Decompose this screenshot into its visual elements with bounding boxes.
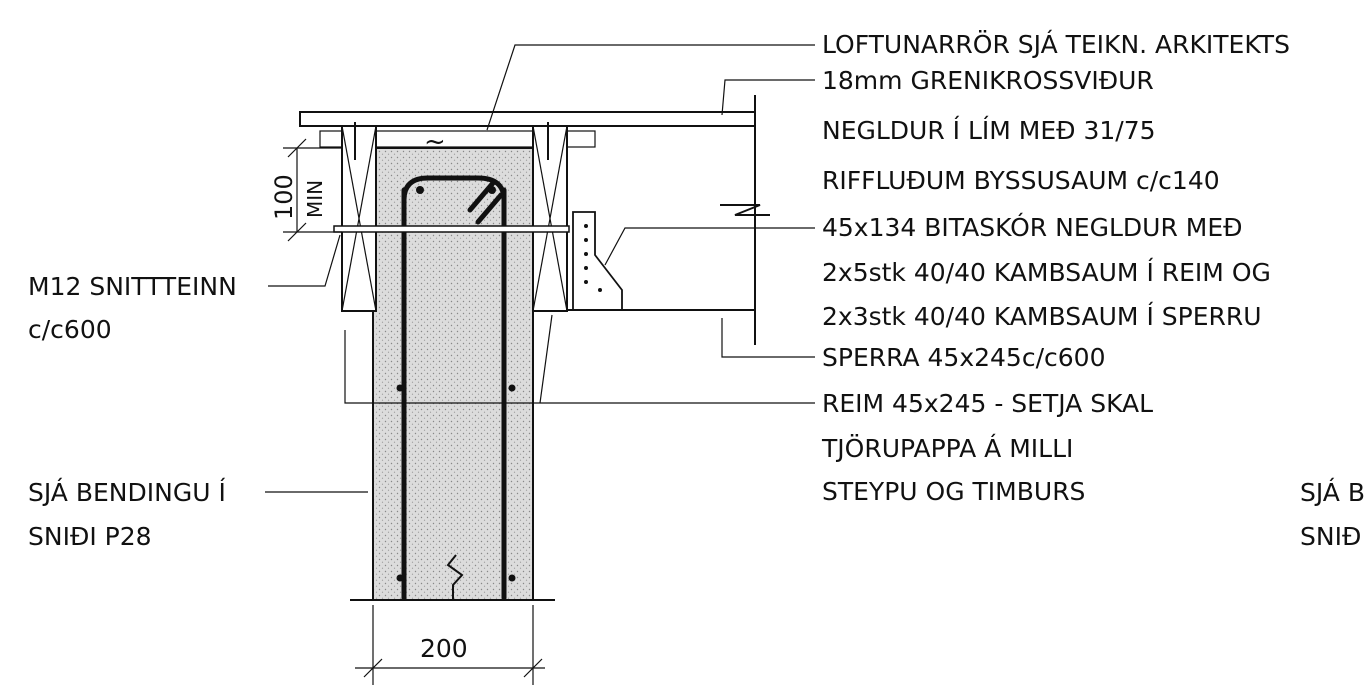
tilde-symbol: ~ xyxy=(424,127,446,157)
label-krossvidur: 18mm GRENIKROSSVIÐUR xyxy=(822,66,1154,95)
rafter-break xyxy=(720,204,770,216)
label-tjorupappa: TJÖRUPAPPA Á MILLI xyxy=(821,434,1073,463)
threaded-rod xyxy=(333,225,570,233)
label-kambsaum-reim: 2x5stk 40/40 KAMBSAUM Í REIM OG xyxy=(822,258,1271,287)
label-negldur-lim: NEGLDUR Í LÍM MEÐ 31/75 xyxy=(822,116,1156,145)
label-snittteinn: M12 SNITTTEINN xyxy=(28,272,237,301)
dimension-min-label: MIN xyxy=(303,180,327,218)
joist-hanger xyxy=(572,211,623,311)
label-cutoff-1: SJÁ B xyxy=(1300,478,1365,507)
label-loftunarror: LOFTUNARRÖR SJÁ TEIKN. ARKITEKTS xyxy=(822,30,1290,59)
dimension-200-label: 200 xyxy=(420,634,468,663)
wall-plate-right xyxy=(532,125,568,312)
rebar-hook xyxy=(401,175,507,203)
label-kambsaum-sperru: 2x3stk 40/40 KAMBSAUM Í SPERRU xyxy=(822,302,1262,331)
wall-plate-left xyxy=(341,125,377,312)
label-steypu: STEYPU OG TIMBURS xyxy=(822,477,1085,506)
dimension-width xyxy=(355,605,545,685)
leader-lines xyxy=(265,44,815,493)
label-reim: REIM 45x245 - SETJA SKAL xyxy=(822,389,1153,418)
dimension-min-height xyxy=(283,138,342,242)
rebar-dots xyxy=(396,186,516,582)
label-bitaskor: 45x134 BITASKÓR NEGLDUR MEÐ xyxy=(822,212,1243,242)
rebar-stirrup-2 xyxy=(475,192,504,225)
label-sperra: SPERRA 45x245c/c600 xyxy=(822,343,1105,372)
plywood-deck xyxy=(299,111,756,127)
dimension-100-label: 100 xyxy=(270,174,298,220)
label-byssusaum: RIFFLUÐUM BYSSUSAUM c/c140 xyxy=(822,166,1220,195)
label-snidi: SNIÐI P28 xyxy=(28,522,152,551)
label-bendingu: SJÁ BENDINGU Í xyxy=(28,478,226,507)
label-cutoff-2: SNIÐ xyxy=(1300,522,1361,551)
concrete-wall xyxy=(372,147,534,601)
wall-break-mark xyxy=(446,554,464,600)
label-snittteinn-spacing: c/c600 xyxy=(28,315,112,344)
vent-strip xyxy=(319,130,596,148)
